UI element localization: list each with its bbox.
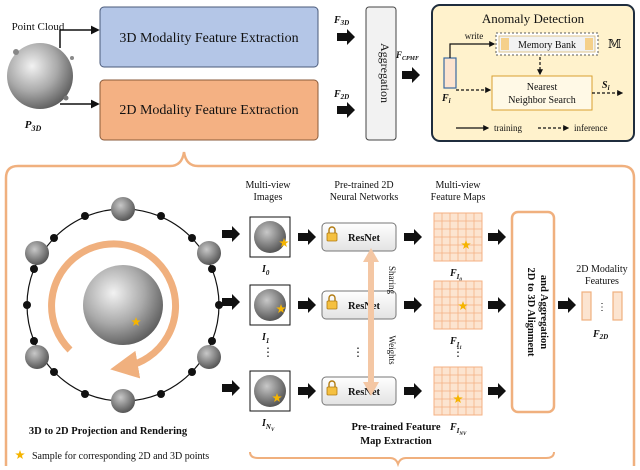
anomaly-legend: training inference bbox=[456, 123, 607, 133]
arrow-f2d bbox=[337, 102, 355, 118]
modality-features-label-1: 2D Modality bbox=[576, 264, 627, 275]
fi-label: Fi bbox=[441, 93, 451, 105]
multiview-images-header-2: Images bbox=[254, 192, 283, 203]
arrow-to-alignment bbox=[488, 383, 506, 399]
resnet-label: ResNet bbox=[348, 387, 381, 398]
arrow-to-resnet bbox=[298, 229, 316, 245]
svg-text:⋮: ⋮ bbox=[597, 302, 607, 313]
rendered-views-around-orbit bbox=[25, 197, 221, 413]
sharing-label: Sharing bbox=[387, 266, 397, 294]
arrow-to-image bbox=[222, 294, 240, 310]
aggregation-label: Aggregation bbox=[378, 43, 392, 103]
fi-feature-bar bbox=[443, 57, 457, 89]
svg-text:inference: inference bbox=[574, 123, 607, 133]
nearest-line2: Neighbor Search bbox=[508, 95, 575, 106]
nearest-neighbor-box bbox=[491, 75, 593, 111]
resnet-box bbox=[321, 290, 397, 320]
arrow-to-feature-map bbox=[404, 297, 422, 313]
p3d-label: P3D bbox=[25, 119, 42, 133]
output-feature-bars: ⋮ bbox=[581, 291, 623, 321]
alignment-label-1: 2D to 3D Alignment bbox=[525, 268, 536, 357]
arrow-to-feature-map bbox=[404, 383, 422, 399]
point-cloud-label: Point Cloud bbox=[12, 21, 65, 33]
arrow-to-alignment bbox=[488, 297, 506, 313]
svg-text:training: training bbox=[494, 123, 522, 133]
arrow-to-resnet bbox=[298, 383, 316, 399]
arrow-to-feature-map bbox=[404, 229, 422, 245]
arrow-to-resnet bbox=[298, 297, 316, 313]
arrow-to-alignment bbox=[488, 229, 506, 245]
feature-map-label: FI1 bbox=[449, 336, 462, 351]
memory-symbol: 𝕄 bbox=[608, 37, 621, 51]
view-image bbox=[254, 289, 286, 321]
modality-2d-box bbox=[99, 79, 319, 141]
camera-dots bbox=[23, 212, 223, 398]
resnet-label: ResNet bbox=[348, 233, 381, 244]
nearest-line1: Nearest bbox=[527, 82, 558, 93]
modality-features-label-2: Features bbox=[585, 276, 619, 287]
arrow-to-image bbox=[222, 380, 240, 396]
image-label: INV bbox=[261, 418, 275, 433]
resnet-box bbox=[321, 222, 397, 252]
modality-3d-label: 3D Modality Feature Extraction bbox=[119, 31, 298, 46]
rotation-arrow bbox=[48, 240, 180, 379]
write-arrow bbox=[449, 41, 496, 58]
pretrained-2d-header-1: Pre-trained 2D bbox=[334, 180, 393, 191]
f2d-label: F2D bbox=[333, 89, 349, 101]
fcpmf-label: FCPMF bbox=[395, 50, 419, 62]
sample-note: Sample for corresponding 2D and 3D point… bbox=[32, 451, 209, 462]
weights-label: Weights bbox=[387, 335, 397, 365]
aggregation-box bbox=[365, 6, 397, 141]
center-object bbox=[83, 265, 163, 345]
feature-extraction-bracket bbox=[249, 451, 555, 468]
resnet-label: ResNet bbox=[348, 301, 381, 312]
view-rows: I0ResNetFI0I1ResNetFI1INVResNetFINV bbox=[222, 212, 506, 437]
memory-bank-cells bbox=[498, 35, 596, 53]
si-label: Si bbox=[602, 80, 610, 92]
feature-maps-header-2: Feature Maps bbox=[431, 192, 486, 203]
arrow-f3d bbox=[337, 29, 355, 45]
arrow-to-image bbox=[222, 226, 240, 242]
view-row-0: I0ResNetFI0 bbox=[222, 212, 506, 283]
ellipsis-feature-maps: ⋮ bbox=[452, 345, 464, 359]
memory-bank-label: Memory Bank bbox=[518, 40, 576, 51]
arrow-fcpmf bbox=[402, 67, 420, 83]
feature-maps-header-1: Multi-view bbox=[436, 180, 482, 191]
alignment-box bbox=[510, 210, 556, 414]
image-label: I1 bbox=[261, 332, 269, 345]
feature-map-label: FINV bbox=[449, 422, 467, 437]
point-cloud-sphere bbox=[7, 43, 74, 109]
anomaly-title: Anomaly Detection bbox=[482, 11, 585, 26]
sample-star-icon bbox=[15, 450, 25, 459]
write-label: write bbox=[465, 31, 484, 41]
pretrained-fm-label-2: Map Extraction bbox=[360, 436, 432, 447]
ellipsis-networks: ⋮ bbox=[352, 345, 364, 359]
bottom-bracket bbox=[4, 151, 636, 466]
multiview-images-header-1: Multi-view bbox=[246, 180, 292, 191]
arrow-to-output bbox=[558, 297, 576, 313]
pretrained-2d-header-2: Neural Networks bbox=[330, 192, 399, 203]
image-label: I0 bbox=[261, 264, 270, 277]
pretrained-fm-label-1: Pre-trained Feature bbox=[351, 422, 440, 433]
f3d-label: F3D bbox=[333, 15, 349, 27]
modality-3d-box bbox=[99, 6, 319, 68]
projection-label: 3D to 2D Projection and Rendering bbox=[29, 426, 188, 437]
f2d-output-label: F2D bbox=[592, 329, 608, 341]
view-image bbox=[254, 221, 286, 253]
alignment-label-2: and Aggregation bbox=[538, 275, 549, 349]
sharing-weights-arrow bbox=[363, 248, 379, 396]
ellipsis-images: ⋮ bbox=[262, 345, 274, 359]
arrow-to-3d-branch bbox=[59, 25, 100, 48]
modality-2d-label: 2D Modality Feature Extraction bbox=[119, 103, 298, 118]
view-image bbox=[254, 375, 286, 407]
